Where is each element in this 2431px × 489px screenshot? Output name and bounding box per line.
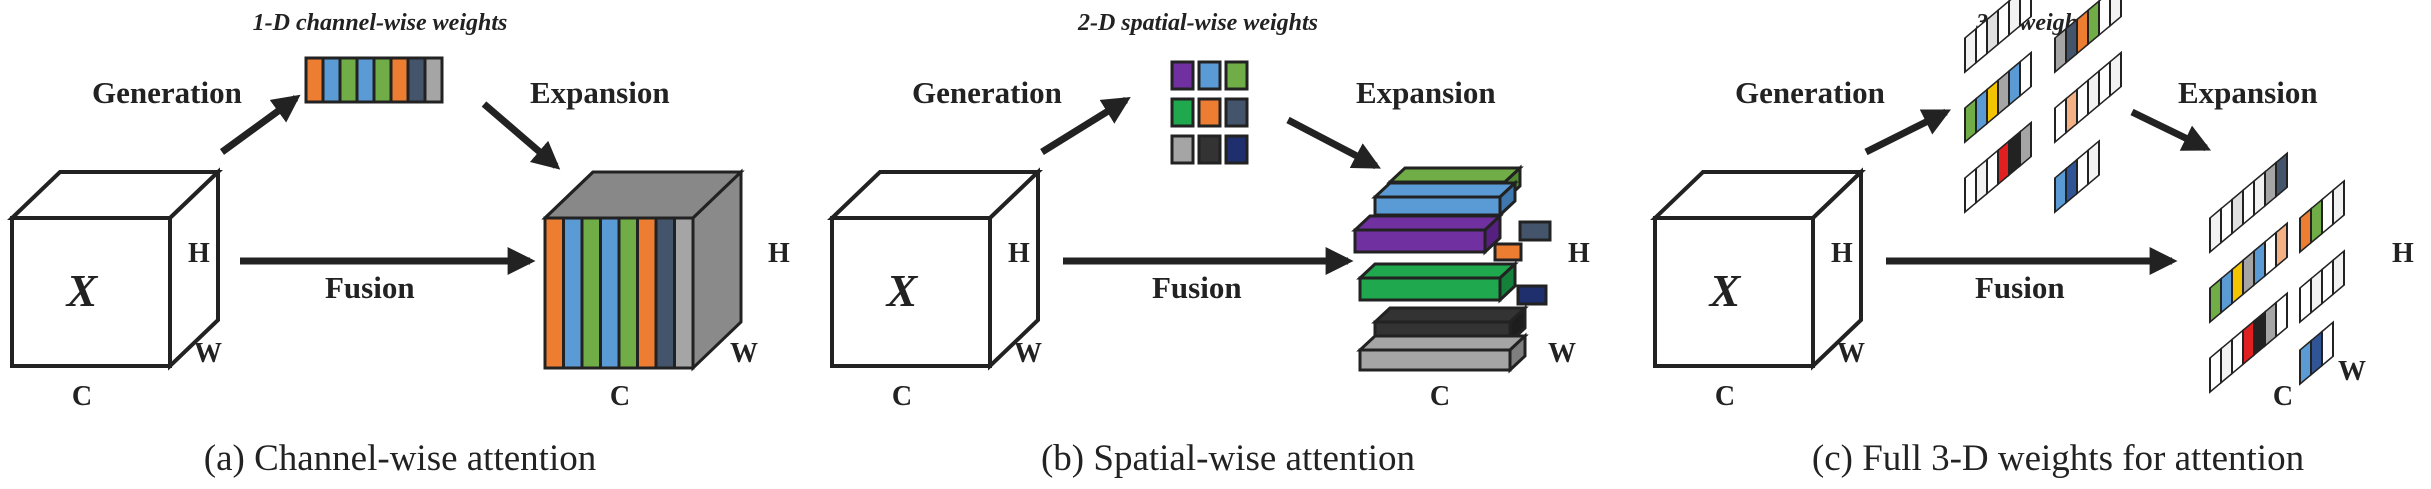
generation-label: Generation [92,75,242,110]
output-cube: H W C [541,168,790,412]
expansion-label: Expansion [530,75,670,110]
expansion-arrow [1286,116,1381,170]
output-slab-stack: H W C [1351,164,1590,412]
full-3d-weight-strips [1964,0,2122,214]
output-w-label: W [1548,338,1576,369]
panel-spatial-wise: 2-D spatial-wise weights Generation Expa… [827,10,1590,479]
panel-channel-wise: 1-D channel-wise weights Generation Expa… [7,10,790,479]
input-h-label: H [188,238,210,269]
expansion-label: Expansion [1356,75,1496,110]
output-h-label: H [2392,238,2414,269]
spatial-weight-grid [1170,60,1249,165]
output-c-label: C [1430,381,1450,412]
input-cube: X H W C [7,167,223,412]
output-w-label: W [2338,356,2366,387]
expansion-label: Expansion [2178,75,2318,110]
output-c-label: C [610,381,630,412]
input-cube: X H W C [1650,167,1866,412]
input-h-label: H [1831,238,1853,269]
output-3d-strips: H W C [2209,151,2414,412]
generation-label: Generation [1735,75,1885,110]
input-c-label: C [892,381,912,412]
output-h-label: H [1568,238,1590,269]
fusion-label: Fusion [325,270,415,305]
generation-arrow [1864,108,1952,156]
generation-label: Generation [912,75,1062,110]
caption: (b) Spatial-wise attention [1041,438,1415,479]
input-w-label: W [1837,338,1865,369]
expansion-arrow [481,101,561,170]
input-cube: X H W C [827,167,1043,412]
expansion-arrow [2130,108,2212,152]
input-h-label: H [1008,238,1030,269]
output-h-label: H [768,238,790,269]
input-c-label: C [72,381,92,412]
channel-weight-vector [304,56,444,104]
weights-title: 1-D channel-wise weights [253,10,508,36]
input-symbol: X [65,265,99,316]
input-symbol: X [1708,265,1742,316]
weights-title: 2-D spatial-wise weights [1077,10,1318,36]
output-w-label: W [730,338,758,369]
generation-arrow [219,94,301,155]
generation-arrow [1040,97,1131,155]
caption: (a) Channel-wise attention [204,438,596,479]
input-c-label: C [1715,381,1735,412]
fusion-label: Fusion [1152,270,1242,305]
output-c-label: C [2273,381,2293,412]
input-symbol: X [885,265,919,316]
input-w-label: W [1014,338,1042,369]
fusion-label: Fusion [1975,270,2065,305]
input-w-label: W [194,338,222,369]
caption: (c) Full 3-D weights for attention [1812,438,2304,479]
panel-full-3d: 3-D weights Generation Expansion Fusion [1650,0,2414,479]
